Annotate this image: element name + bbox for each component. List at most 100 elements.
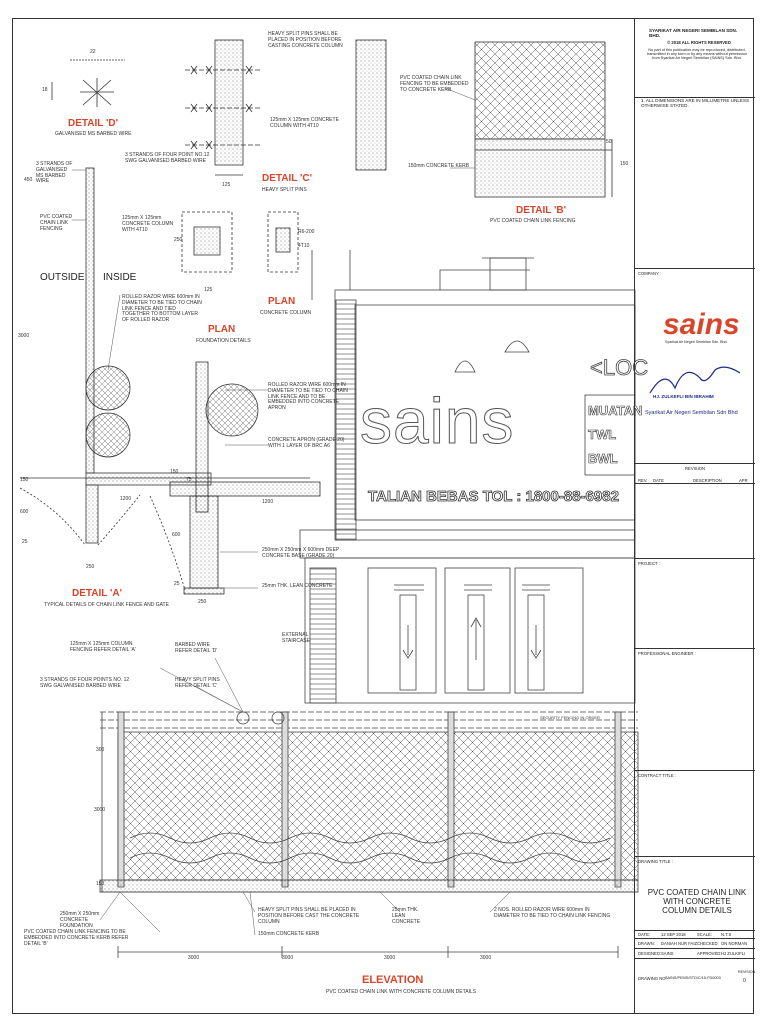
detail-b-fence [474, 41, 613, 198]
elev-dim-3000-b: 3000 [282, 955, 294, 961]
tb-contract-divider [635, 770, 755, 771]
detail-c-column [185, 39, 387, 176]
elev-note-column: 125mm X 125mm COLUMN FENCING REFER DETAI… [70, 641, 136, 653]
tb-scale-label: SCALE: [697, 932, 712, 937]
tb-drawing-no-label: DRAWING NO: [638, 976, 667, 981]
elev-note-razor: 2 NOS. ROLLED RAZOR WIRE 600mm IN DIAMET… [494, 907, 611, 919]
tb-info-divider [635, 930, 755, 931]
tb-company-divider [635, 268, 755, 269]
building-facade [299, 250, 636, 704]
elev-note-pins-pos: HEAVY SPLIT PINS SHALL BE PLACED IN POSI… [258, 907, 360, 925]
elev-dim-3000-c: 3000 [384, 955, 396, 961]
section-dim-75: 75 [186, 477, 192, 483]
detail-a-dim-250: 250 [86, 564, 95, 570]
plan-foundation-title: PLAN [208, 324, 236, 335]
tb-company-label: COMPANY : [638, 271, 662, 276]
elev-dim-150: 150 [96, 881, 105, 887]
section-dim-150: 150 [170, 469, 179, 475]
elev-note-wire-d: BARBED WIRE REFER DETAIL 'D' [175, 642, 218, 654]
tb-project-label: PROJECT : [638, 561, 660, 566]
tb-engineer-company: Syarikat Air Negeri Sembilan Sdn Bhd [645, 410, 738, 416]
plan-foundation-subtitle: FOUNDATION DETAILS [196, 338, 251, 344]
detail-a-note-fencing: PVC COATED CHAIN LINK FENCING [40, 214, 73, 232]
elevation-subtitle: PVC COATED CHAIN LINK WITH CONCRETE COLU… [326, 989, 477, 995]
building-bwl: BWL [588, 451, 618, 466]
tb-drawing-no-value: SAINS/PEMS/STD/C/15-FD0003 [665, 976, 721, 980]
title-block-header: SYARIKAT AIR NEGERI SEMBILAN SDN. BHD. ©… [635, 18, 755, 108]
title-block: SYARIKAT AIR NEGERI SEMBILAN SDN. BHD. ©… [634, 18, 756, 1014]
building-muatan: MUATAN [588, 403, 643, 418]
tb-drawing-title: PVC COATED CHAIN LINK WITH CONCRETE COLU… [647, 888, 747, 915]
elev-note-stair: EXTERNAL STAIRCASE [282, 632, 310, 644]
tb-revision-no-value: 0 [743, 978, 746, 984]
detail-a-subtitle: TYPICAL DETAILS OF CHAIN LINK FENCE AND … [44, 602, 169, 608]
plan-details [181, 211, 299, 273]
tb-apr-col: APR [739, 478, 748, 483]
elev-note-lean: 25mm THK. LEAN CONCRETE [392, 907, 421, 925]
tb-drawn-value: DANIAH NUR FAIZ [661, 941, 698, 946]
plan-column-title: PLAN [268, 296, 296, 307]
tb-desc-col: DESCRIPTION [693, 478, 722, 483]
section-note-lean: 25mm THK. LEAN CONCRETE [262, 583, 333, 589]
building-logo: sains [359, 385, 515, 458]
section-dim-250: 250 [198, 599, 207, 605]
tb-drawing-label: DRAWING TITLE : [638, 859, 673, 864]
tb-checked-label: CHECKED: [697, 941, 719, 946]
elev-dim-300: 300 [96, 747, 105, 753]
detail-a-title: DETAIL 'A' [72, 588, 122, 599]
plan-column-dim-250: 250 [174, 237, 183, 243]
tb-logo-caption: Syarikat Air Negeri Sembilan Sdn. Bhd. [665, 340, 728, 344]
plan-column-note: 125mm X 125mm CONCRETE COLUMN WITH 4T10 [122, 215, 174, 233]
tb-rev-col: REV. [638, 478, 648, 483]
tb-revision-no-label: REVISION [738, 970, 756, 974]
elev-dim-3000-side: 3000 [94, 807, 106, 813]
tb-checked-value: ON NORMAN [721, 941, 748, 946]
detail-a-dim-150: 150 [20, 477, 29, 483]
tb-rev-divider [635, 463, 755, 464]
detail-a-note-strands: 3 STRANDS OF GALVANISED MS BARBED WIRE [36, 161, 73, 185]
detail-c-note-pins: HEAVY SPLIT PINS SHALL BE PLACED IN POSI… [268, 31, 343, 49]
tb-note-1: 1. ALL DIMENSIONS ARE IN MILLIMETRE UNLE… [641, 98, 750, 108]
elev-note-barbed: 3 STRANDS OF FOUR POINTS NO. 12 SWG GALV… [40, 677, 130, 689]
plan-column-t10: 4T10 [298, 243, 310, 249]
section-note-razor: ROLLED RAZOR WIRE 600mm IN DIAMETER TO B… [268, 382, 348, 411]
section-note-base: 250mm X 250mm X 600mm DEEP CONCRETE BASE… [262, 547, 340, 559]
detail-a-note-razor: ROLLED RAZOR WIRE 600mm IN DIAMETER TO B… [122, 294, 202, 323]
tb-info-row-3 [635, 958, 755, 959]
detail-b-note-fence: PVC COATED CHAIN LINK FENCING TO BE EMBE… [400, 75, 469, 93]
elev-note-kerb: 150mm CONCRETE KERB [258, 931, 320, 937]
tb-scale-value: N.T.S [721, 932, 732, 937]
detail-b-note-kerb: 150mm CONCRETE KERB [408, 163, 470, 169]
section-note-apron: CONCRETE APRON (GRADE 20) WITH 1 LAYER O… [268, 437, 345, 449]
tb-date-col: DATE [653, 478, 664, 483]
tb-project-divider [635, 558, 755, 559]
tb-revision-label: REVISION [685, 466, 706, 471]
tb-copyright: © 2018 ALL RIGHTS RESERVED [667, 40, 731, 45]
detail-a-outside: OUTSIDE [40, 272, 85, 283]
tb-designed-label: DESIGNED: [638, 951, 662, 956]
tb-drawing-divider [635, 856, 755, 857]
detail-d-subtitle: GALVANISED MS BARBED WIRE [55, 131, 132, 137]
detail-b-subtitle: PVC COATED CHAIN LINK FENCING [490, 218, 576, 224]
building-twl: TWL [588, 427, 617, 442]
tb-approved-label: APPROVED: [697, 951, 722, 956]
detail-c-note-column: 125mm X 125mm CONCRETE COLUMN WITH 4T10 [270, 117, 339, 129]
tb-rev-header: REV. DATE DESCRIPTION APR [635, 476, 755, 484]
elev-dim-3000-a: 3000 [188, 955, 200, 961]
tb-info-row-1 [635, 938, 755, 939]
detail-a-dim-25: 25 [22, 539, 28, 545]
elev-note-embed: PVC COATED CHAIN LINK FENCING TO BE EMBE… [24, 929, 129, 947]
plan-column-dim-125: 125 [204, 287, 213, 293]
detail-a-dim-3000: 3000 [18, 333, 30, 339]
tb-info-row-2 [635, 948, 755, 949]
elevation-fence [99, 711, 639, 958]
building-hotline: TALIAN BEBAS TOL : 1800-88-6982 [368, 488, 620, 506]
elevation-title: ELEVATION [362, 974, 424, 986]
tb-drawn-label: DRAWN: [638, 941, 655, 946]
tb-copyright-note: No part of this publication may be repro… [646, 48, 748, 60]
detail-a-dim-600: 600 [20, 509, 29, 515]
plan-column-r6: R6-200 [298, 229, 315, 235]
tb-logo: sains [663, 308, 740, 341]
drawing-sheet [12, 18, 754, 1014]
building-loc: <LOC [590, 355, 649, 381]
